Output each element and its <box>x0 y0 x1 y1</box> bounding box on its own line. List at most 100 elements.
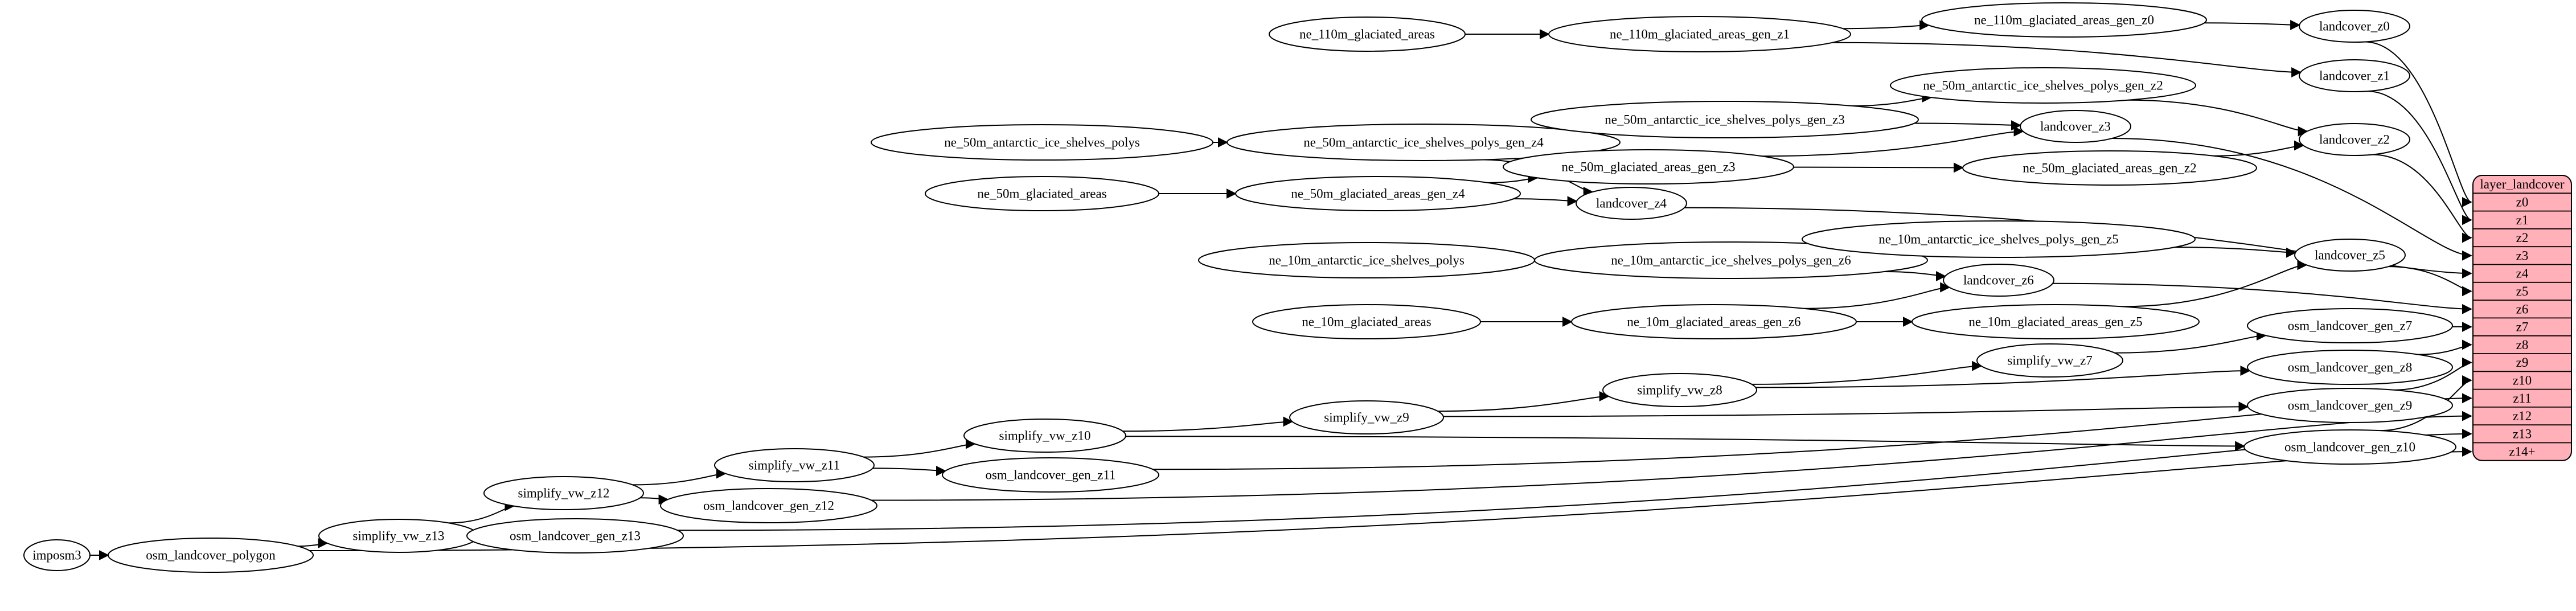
node-shape <box>1503 149 1794 184</box>
edge-simplify_vw_z9--osm_landcover_gen_z9 <box>1443 401 2249 417</box>
node-label: simplify_vw_z9 <box>1324 411 1409 425</box>
node-osm_landcover_gen_z12: osm_landcover_gen_z12 <box>660 488 877 523</box>
node-osm_landcover_gen_z8: osm_landcover_gen_z8 <box>2247 350 2453 385</box>
table-row-z4: z4 <box>2516 266 2529 281</box>
edge-simplify_vw_z7--osm_landcover_gen_z7 <box>2114 330 2267 354</box>
edge-ne_10m_antarctic_ice_shelves_polys_gen_z5--landcover_z5 <box>2175 247 2296 258</box>
node-ne_10m_antarctic_ice_shelves_polys: ne_10m_antarctic_ice_shelves_polys <box>1198 242 1535 278</box>
node-shape <box>1269 17 1466 52</box>
node-osm_landcover_polygon: osm_landcover_polygon <box>108 538 314 573</box>
node-ne_50m_glaciated_areas: ne_50m_glaciated_areas <box>925 176 1159 211</box>
node-shape <box>963 419 1126 453</box>
node-shape <box>2247 388 2453 423</box>
node-label: osm_landcover_gen_z10 <box>2284 440 2415 454</box>
table-row-z9: z9 <box>2516 355 2529 370</box>
edge-ne_10m_glaciated_areas_gen_z6--landcover_z6 <box>1804 282 1951 309</box>
node-ne_50m_antarctic_ice_shelves_polys_gen_z2: ne_50m_antarctic_ice_shelves_polys_gen_z… <box>1890 67 2196 104</box>
node-ne_50m_antarctic_ice_shelves_polys_gen_z3: ne_50m_antarctic_ice_shelves_polys_gen_z… <box>1531 101 1919 138</box>
edge-simplify_vw_z9--simplify_vw_z8 <box>1438 391 1610 412</box>
edge-landcover_z2--table-z2 <box>2372 154 2472 243</box>
node-label: osm_landcover_gen_z8 <box>2288 360 2412 375</box>
node-ne_50m_glaciated_areas_gen_z3: ne_50m_glaciated_areas_gen_z3 <box>1503 149 1794 184</box>
edge-simplify_vw_z11--osm_landcover_gen_z11 <box>872 465 946 476</box>
node-label: ne_50m_glaciated_areas_gen_z4 <box>1291 187 1465 201</box>
node-label: ne_50m_glaciated_areas_gen_z3 <box>1561 160 1735 174</box>
node-label: ne_110m_glaciated_areas <box>1299 27 1435 42</box>
node-label: osm_landcover_gen_z7 <box>2288 319 2412 333</box>
node-shape <box>871 124 1213 161</box>
node-ne_10m_antarctic_ice_shelves_polys_gen_z6: ne_10m_antarctic_ice_shelves_polys_gen_z… <box>1534 241 1928 279</box>
node-landcover_z6: landcover_z6 <box>1943 264 2054 297</box>
node-label: landcover_z5 <box>2315 248 2385 263</box>
node-osm_landcover_gen_z9: osm_landcover_gen_z9 <box>2247 388 2453 423</box>
node-label: landcover_z0 <box>2319 19 2390 34</box>
node-shape <box>1571 304 1857 339</box>
node-ne_110m_glaciated_areas_gen_z1: ne_110m_glaciated_areas_gen_z1 <box>1548 16 1851 52</box>
table-row-label: z2 <box>2516 231 2529 245</box>
edge-simplify_vw_z8--simplify_vw_z7 <box>1751 360 1983 385</box>
edge-simplify_vw_z13--simplify_vw_z12 <box>448 501 515 524</box>
node-label: ne_110m_glaciated_areas_gen_z1 <box>1610 27 1790 42</box>
node-label: ne_50m_antarctic_ice_shelves_polys_gen_z… <box>1605 113 1845 127</box>
node-label: ne_10m_antarctic_ice_shelves_polys_gen_z… <box>1878 232 2119 247</box>
table-row-z6: z6 <box>2516 302 2529 316</box>
edge-osm_landcover_gen_z13--table-z13 <box>677 428 2472 531</box>
edge-ne_50m_antarctic_ice_shelves_polys_gen_z2--landcover_z2 <box>2127 99 2308 137</box>
node-ne_10m_glaciated_areas_gen_z6: ne_10m_glaciated_areas_gen_z6 <box>1571 304 1857 339</box>
node-shape <box>2247 350 2453 385</box>
node-label: ne_50m_glaciated_areas_gen_z2 <box>2023 161 2196 175</box>
table-row-z12: z12 <box>2513 409 2532 423</box>
node-simplify_vw_z7: simplify_vw_z7 <box>1976 343 2123 378</box>
node-label: landcover_z4 <box>1596 196 1667 211</box>
node-label: ne_50m_antarctic_ice_shelves_polys_gen_z… <box>1923 79 2163 93</box>
node-simplify_vw_z8: simplify_vw_z8 <box>1602 373 1757 407</box>
edge-simplify_vw_z10--simplify_vw_z9 <box>1122 416 1294 432</box>
node-shape <box>1943 264 2054 297</box>
table-row-label: z1 <box>2516 213 2529 227</box>
node-ne_110m_glaciated_areas: ne_110m_glaciated_areas <box>1269 17 1466 52</box>
node-shape <box>2299 10 2410 43</box>
node-simplify_vw_z9: simplify_vw_z9 <box>1289 400 1444 434</box>
table-row-z10: z10 <box>2513 373 2532 387</box>
node-label: osm_landcover_polygon <box>146 548 276 563</box>
node-shape <box>925 176 1159 211</box>
node-label: imposm3 <box>32 548 81 563</box>
table-row-label: z10 <box>2513 373 2532 387</box>
edge-ne_110m_glaciated_areas_gen_z1--landcover_z1 <box>1832 42 2302 77</box>
node-label: landcover_z1 <box>2319 69 2390 83</box>
edge-simplify_vw_z11--simplify_vw_z10 <box>863 438 976 458</box>
node-shape <box>1602 373 1757 407</box>
node-shape <box>1976 343 2123 378</box>
node-label: landcover_z2 <box>2319 133 2390 147</box>
edge-landcover_z0--table-z0 <box>2365 41 2472 207</box>
table-row-z1: z1 <box>2516 213 2529 227</box>
node-shape <box>1890 67 2196 104</box>
node-label: simplify_vw_z12 <box>518 486 610 501</box>
node-label: ne_110m_glaciated_areas_gen_z0 <box>1974 13 2154 27</box>
node-label: ne_10m_glaciated_areas_gen_z6 <box>1627 315 1800 329</box>
node-label: landcover_z6 <box>1963 273 2034 288</box>
node-label: osm_landcover_gen_z12 <box>703 499 834 513</box>
table-row-z14-: z14+ <box>2509 445 2535 459</box>
edge-ne_50m_glaciated_areas_gen_z4--ne_50m_glaciated_areas_gen_z3 <box>1487 173 1539 183</box>
node-shape <box>2294 239 2406 272</box>
node-shape <box>2020 110 2131 143</box>
edge-ne_50m_glaciated_areas_gen_z3--landcover_z3 <box>1761 126 2024 157</box>
table-row-z2: z2 <box>2516 231 2529 245</box>
edge-osm_landcover_gen_z9--table-z9 <box>2393 357 2472 391</box>
edge-ne_10m_antarctic_ice_shelves_polys_gen_z6--landcover_z6 <box>1884 270 1946 281</box>
node-ne_10m_glaciated_areas_gen_z5: ne_10m_glaciated_areas_gen_z5 <box>1912 304 2200 339</box>
node-shape <box>660 488 877 523</box>
edge-landcover_z6--table-z6 <box>2052 282 2472 314</box>
node-shape <box>1962 150 2257 186</box>
node-ne_50m_antarctic_ice_shelves_polys_gen_z4: ne_50m_antarctic_ice_shelves_polys_gen_z… <box>1227 124 1621 161</box>
edge-simplify_vw_z10--osm_landcover_gen_z10 <box>1125 436 2246 452</box>
table-row-label: z12 <box>2513 409 2532 423</box>
edge-ne_10m_glaciated_areas_gen_z5--landcover_z5 <box>2122 260 2308 307</box>
node-ne_50m_glaciated_areas_gen_z2: ne_50m_glaciated_areas_gen_z2 <box>1962 150 2257 186</box>
edge-landcover_z4--table-z4 <box>1684 207 2472 279</box>
node-landcover_z3: landcover_z3 <box>2020 110 2131 143</box>
table-layer-landcover: layer_landcoverz0z1z2z3z4z5z6z7z8z9z10z1… <box>2472 175 2572 461</box>
edge-landcover_z5--table-z5 <box>2388 266 2472 297</box>
node-ne_50m_glaciated_areas_gen_z4: ne_50m_glaciated_areas_gen_z4 <box>1235 176 1521 211</box>
